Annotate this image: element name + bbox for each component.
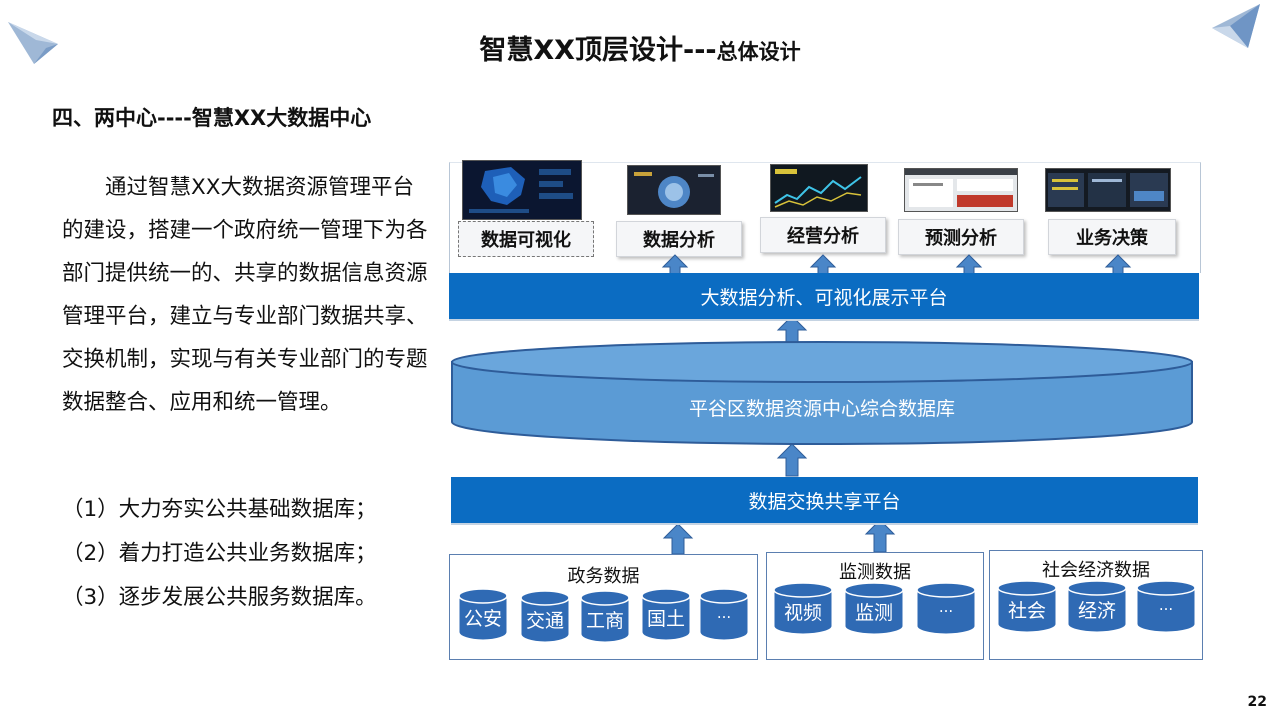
database-cylinder: ... [699,588,749,640]
business-analysis-thumbnail [770,164,868,212]
source-title: 监测数据 [839,562,911,583]
database-cylinder: ... [1136,580,1196,632]
database-center-label: 平谷区数据资源中心综合数据库 [688,398,955,420]
database-cylinder: 公安 [458,588,508,640]
data-analysis-thumbnail [627,165,721,215]
title-main: 智慧XX顶层设计--- [479,35,717,66]
database-cylinder: 经济 [1067,580,1127,632]
database-cylinder-label: ... [1158,596,1174,614]
app-label-decision: 业务决策 [1048,219,1176,255]
forecast-analysis-thumbnail [904,168,1018,212]
database-center-cylinder [451,341,1193,445]
database-cylinder-label: 社会 [1007,600,1046,622]
database-cylinder-label: 视频 [783,602,822,624]
database-cylinder: 社会 [997,580,1057,632]
list-item: （1）大力夯实公共基础数据库； [62,497,377,522]
arrow-up-icon [776,443,808,477]
section-title: 四、两中心----智慧XX大数据中心 [52,106,372,130]
database-cylinder-label: 监测 [854,602,893,624]
corner-decoration-right [1212,4,1260,48]
database-cylinder-label: 交通 [525,610,564,632]
database-cylinder: ... [916,582,976,634]
source-title: 社会经济数据 [1042,560,1150,581]
database-cylinder: 视频 [773,582,833,634]
source-title: 政务数据 [567,566,640,587]
database-list: （1）大力夯实公共基础数据库； （2）着力打造公共业务数据库； （3）逐步发展公… [62,488,377,620]
analysis-platform-bar: 大数据分析、可视化展示平台 [449,273,1199,321]
visualization-thumbnail [462,160,582,220]
list-item: （2）着力打造公共业务数据库； [62,541,377,566]
corner-decoration-left [8,22,58,64]
database-cylinder-label: 经济 [1077,600,1116,622]
database-cylinder: 监测 [844,582,904,634]
page-title: 智慧XX顶层设计---总体设计 [0,28,1280,67]
analysis-platform-label: 大数据分析、可视化展示平台 [700,286,948,309]
database-cylinder: 交通 [520,590,570,642]
decision-thumbnail [1045,168,1171,212]
arrow-up-icon [662,523,694,555]
database-cylinder: 国土 [641,588,691,640]
exchange-platform-label: 数据交换共享平台 [748,490,901,513]
database-cylinder-label: ... [716,604,732,622]
application-layer-frame [449,162,1201,273]
database-cylinder-label: ... [938,598,954,616]
app-label-forecast-analysis: 预测分析 [898,219,1024,255]
title-sub: 总体设计 [716,40,801,64]
app-label-business-analysis: 经营分析 [760,217,886,253]
exchange-platform-bar: 数据交换共享平台 [451,477,1198,525]
app-label-visualization: 数据可视化 [458,221,594,257]
database-cylinder-label: 公安 [463,608,502,630]
database-cylinder: 工商 [580,590,630,642]
database-cylinder-label: 工商 [585,610,624,632]
description-paragraph: 通过智慧XX大数据资源管理平台的建设，搭建一个政府统一管理下为各部门提供统一的、… [62,175,428,415]
database-cylinder-label: 国土 [646,608,685,630]
list-item: （3）逐步发展公共服务数据库。 [62,585,377,610]
page-number: 22 [1247,694,1267,710]
app-label-data-analysis: 数据分析 [616,221,742,257]
